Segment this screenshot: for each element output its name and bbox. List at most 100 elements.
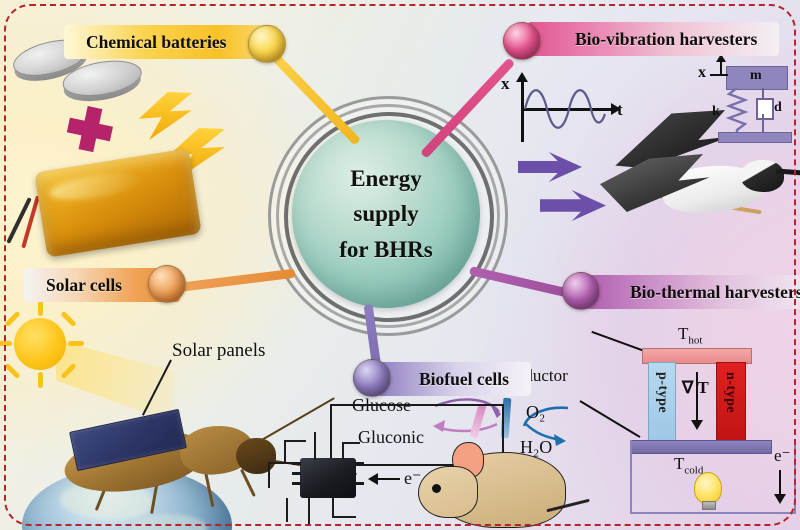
mouse-eye <box>432 484 441 493</box>
pcb-trace <box>284 440 306 442</box>
pcb-trace <box>332 516 356 518</box>
label-bio-vibration-harvesters[interactable]: Bio-vibration harvesters <box>527 22 780 56</box>
plot-y-axis-label: x <box>501 74 510 93</box>
chip-pin <box>292 482 301 485</box>
node-solar-cells[interactable] <box>148 265 186 303</box>
t-hot-symbol: T <box>678 324 689 343</box>
pcb-trace <box>284 440 286 462</box>
node-bio-vibration-harvesters[interactable] <box>503 22 541 60</box>
chip-pin <box>355 462 364 465</box>
sun-ray <box>38 372 43 388</box>
annotation-water: H₂O <box>520 437 553 457</box>
teg-n-type-leg <box>716 362 746 442</box>
light-bulb-icon <box>694 472 722 510</box>
cockroach-leg <box>204 471 215 508</box>
msd-ground-base <box>718 132 792 143</box>
sun-ray <box>4 362 21 380</box>
pcb-trace <box>332 498 334 518</box>
oxygen-water-arrow <box>522 406 569 446</box>
biofuel-circuit-wire-right <box>502 404 504 466</box>
label-text-solar-cells: Solar cells <box>46 274 122 295</box>
glucose-gluconic-arrows <box>433 398 501 433</box>
electron-arrow-teg <box>779 470 781 496</box>
node-bio-thermal-harvesters[interactable] <box>562 272 600 310</box>
electron-arrow-biofuel <box>374 478 400 480</box>
msd-displacement-label: x <box>698 64 706 81</box>
msd-spring-label: k <box>712 104 720 119</box>
label-text-chemical-batteries: Chemical batteries <box>86 31 227 52</box>
msd-mass-label: m <box>750 68 762 83</box>
pcb-trace <box>268 462 270 488</box>
central-hub-sphere: Energy supply for BHRs <box>292 120 480 308</box>
msd-damper-rod-lower <box>762 114 764 134</box>
sun-ray <box>0 341 12 346</box>
t-hot-subscript: hot <box>688 334 703 347</box>
chip-pin <box>355 482 364 485</box>
lightning-bolt-icon <box>138 92 192 140</box>
sun-ray <box>4 310 21 328</box>
annotation-electron-teg: e⁻ <box>774 446 791 465</box>
teg-hot-plate <box>642 348 752 364</box>
label-bio-thermal-harvesters[interactable]: Bio-thermal harvesters <box>586 275 800 309</box>
pcb-trace <box>342 442 344 460</box>
cockroach-head <box>236 438 276 474</box>
pcb-trace <box>314 432 316 460</box>
plot-y-axis-arrow <box>516 72 528 82</box>
label-biofuel-cells[interactable]: Biofuel cells <box>377 362 531 396</box>
spring-icon <box>726 88 749 134</box>
biofuel-circuit-wire-top-h <box>330 404 504 406</box>
msd-displacement-tick <box>710 74 728 76</box>
label-chemical-batteries[interactable]: Chemical batteries <box>64 25 279 59</box>
plus-cross-icon <box>63 102 117 156</box>
cockroach-antenna <box>259 397 335 442</box>
label-t-hot: Thot <box>678 324 702 346</box>
cockroach-photo <box>54 392 357 515</box>
plot-x-axis-arrow <box>611 103 621 115</box>
plot-x-axis <box>521 108 613 111</box>
pcb-trace <box>308 498 310 526</box>
grad-t-arrowhead <box>691 420 703 430</box>
sun-ray <box>38 300 43 316</box>
msd-damper-rod-upper <box>762 88 764 100</box>
flying-bird-photo <box>600 110 800 250</box>
sun-icon <box>14 318 66 370</box>
sun-ray <box>60 310 77 328</box>
sine-wave-curve <box>523 89 607 129</box>
hub-title-line-1: Energy <box>350 165 422 191</box>
msd-damper-box <box>756 98 774 120</box>
node-biofuel-cells[interactable] <box>353 359 391 397</box>
pcb-trace <box>342 442 360 444</box>
lightning-bolt-icon <box>540 190 606 221</box>
biofuel-circuit-wire-top <box>330 404 332 460</box>
hub-title-line-3: for BHRs <box>339 236 433 262</box>
biofuel-circuit-wire-bottom <box>356 464 504 466</box>
annotation-oxygen: O₂ <box>526 402 546 422</box>
plot-x-axis-label: t <box>617 100 623 119</box>
sun-ray <box>68 341 84 346</box>
bird-head <box>740 160 784 192</box>
node-chemical-batteries[interactable] <box>248 25 286 63</box>
chip-pin <box>292 462 301 465</box>
label-grad-t: ∇ T <box>682 378 709 397</box>
msd-displacement-arrow <box>720 60 722 76</box>
pcb-trace <box>268 462 294 464</box>
grad-t-arrow-shaft <box>696 372 698 422</box>
label-text-bio-thermal-harvesters: Bio-thermal harvesters <box>630 281 800 302</box>
annotation-gluconic: Gluconic <box>358 427 424 447</box>
mass-spring-damper-diagram: m k d x <box>694 54 796 146</box>
label-p-type: p-type <box>655 372 670 414</box>
mouse-illustration <box>418 430 590 528</box>
mouse-head <box>418 466 478 518</box>
annotation-electron-biofuel: e⁻ <box>404 468 422 488</box>
label-t-cold: Tcold <box>674 454 703 476</box>
annotation-solar-panels: Solar panels <box>172 340 266 361</box>
hub-ring-middle <box>276 104 500 328</box>
vibration-waveform-plot: x t <box>501 72 629 144</box>
teg-p-type-leg <box>648 362 676 442</box>
hub-title-line-2: supply <box>353 201 419 227</box>
msd-mass-block <box>726 66 788 90</box>
label-n-type: n-type <box>723 372 738 414</box>
t-cold-symbol: T <box>674 454 685 473</box>
microchip-icon <box>300 458 356 498</box>
